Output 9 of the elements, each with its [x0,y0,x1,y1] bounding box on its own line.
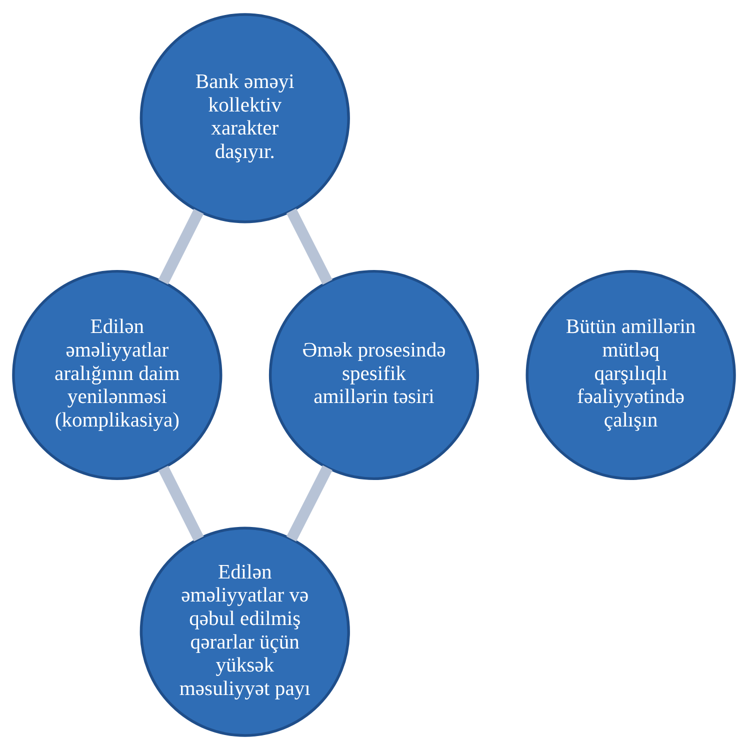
node-circle: Bütün amillərin mütləq qarşılıqlı fəaliyyətində çalışın [526,269,736,480]
connector [286,208,332,284]
connector [158,465,204,541]
node-circle: Edilən əməliyyatlar və qəbul edilmiş qərarlar üçün yüksək məsuliyyət payı [140,526,350,736]
node-circle: Əmək prosesində spesifik amillərin təsiri [268,269,480,480]
node-circle: Edilən əməliyyatlar aralığının daim yenilənməsi (komplikasiya) [12,269,222,480]
node-circle: Bank əməyi kollektiv xarakter daşıyır. [140,12,350,223]
connector [158,208,204,284]
connector [286,464,332,542]
